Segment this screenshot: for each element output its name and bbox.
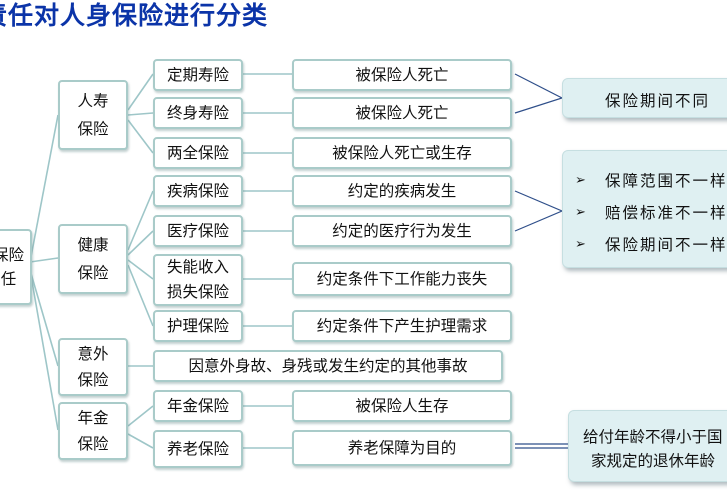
trigger-critical-illness-label: 约定的疾病发生 — [347, 182, 457, 200]
note-pension: 给付年龄不得小于国 家规定的退休年龄 — [568, 410, 727, 482]
product-critical-illness-label: 疾病保险 — [166, 182, 229, 200]
note-health-text-1: 保障范围不一样 — [605, 172, 727, 190]
product-medical-label: 医疗保险 — [166, 222, 229, 240]
product-disability-line1: 失能收入 — [166, 258, 229, 276]
trigger-medical-label: 约定的医疗行为发生 — [332, 222, 472, 240]
trigger-nursing: 约定条件下产生护理需求 — [292, 310, 512, 342]
product-nursing: 护理保险 — [153, 310, 243, 342]
trigger-disability-label: 约定条件下工作能力丧失 — [316, 270, 488, 288]
product-whole-life: 终身寿险 — [153, 97, 243, 129]
product-pension: 养老保险 — [153, 430, 243, 468]
category-life-line1: 人寿 — [77, 92, 109, 110]
product-term-life: 定期寿险 — [153, 59, 243, 91]
trigger-pension: 养老保障为目的 — [292, 430, 512, 466]
trigger-annuity: 被保险人生存 — [292, 390, 512, 422]
category-accident: 意外 保险 — [58, 338, 128, 396]
root-label-line1: 保险 — [0, 246, 24, 264]
note-pension-line2: 家规定的退休年龄 — [591, 452, 716, 470]
trigger-annuity-label: 被保险人生存 — [355, 397, 449, 415]
product-disability-line2: 损失保险 — [166, 283, 229, 301]
trigger-whole-life: 被保险人死亡 — [292, 97, 512, 129]
product-critical-illness: 疾病保险 — [153, 175, 243, 207]
trigger-term-life-label: 被保险人死亡 — [355, 66, 449, 84]
note-life: 保险期间不同 — [562, 78, 727, 118]
arrowhead-bullet-icon: ➢ — [575, 236, 586, 252]
category-health-line1: 健康 — [77, 236, 109, 254]
note-health-row-3: ➢ 保险期间不一样 — [575, 233, 727, 255]
note-health-row-1: ➢ 保障范围不一样 — [575, 169, 727, 191]
note-health: ➢ 保障范围不一样 ➢ 赔偿标准不一样 ➢ 保险期间不一样 — [562, 150, 727, 268]
product-nursing-label: 护理保险 — [166, 317, 229, 335]
product-accident: 因意外身故、身残或发生约定的其他事故 — [153, 350, 503, 382]
product-accident-label: 因意外身故、身残或发生约定的其他事故 — [188, 357, 468, 375]
product-endowment: 两全保险 — [153, 137, 243, 169]
note-life-text: 保险期间不同 — [605, 92, 711, 110]
trigger-whole-life-label: 被保险人死亡 — [355, 104, 449, 122]
page-title: 责任对人身保险进行分类 — [0, 1, 269, 30]
trigger-endowment-label: 被保险人死亡或生存 — [332, 144, 472, 162]
root-label-line2: 任 — [0, 270, 17, 288]
note-pension-line1: 给付年龄不得小于国 — [583, 428, 723, 446]
category-health: 健康 保险 — [58, 224, 128, 294]
trigger-term-life: 被保险人死亡 — [292, 59, 512, 91]
note-health-row-2: ➢ 赔偿标准不一样 — [575, 201, 727, 223]
root-node: 保险 任 — [0, 229, 32, 305]
product-annuity: 年金保险 — [153, 390, 243, 422]
trigger-medical: 约定的医疗行为发生 — [292, 215, 512, 247]
product-medical: 医疗保险 — [153, 215, 243, 247]
trigger-critical-illness: 约定的疾病发生 — [292, 175, 512, 207]
category-annuity: 年金 保险 — [58, 402, 128, 460]
category-health-line2: 保险 — [77, 264, 109, 282]
trigger-endowment: 被保险人死亡或生存 — [292, 137, 512, 169]
category-accident-line2: 保险 — [77, 371, 109, 389]
product-endowment-label: 两全保险 — [166, 144, 229, 162]
product-pension-label: 养老保险 — [166, 440, 229, 458]
product-disability: 失能收入 损失保险 — [153, 254, 243, 306]
trigger-pension-label: 养老保障为目的 — [347, 439, 457, 457]
category-annuity-line1: 年金 — [77, 409, 109, 427]
trigger-nursing-label: 约定条件下产生护理需求 — [316, 317, 488, 335]
category-accident-line1: 意外 — [77, 345, 109, 363]
arrowhead-bullet-icon: ➢ — [575, 172, 586, 188]
category-annuity-line2: 保险 — [77, 435, 109, 453]
category-life: 人寿 保险 — [58, 80, 128, 150]
category-life-line2: 保险 — [77, 120, 109, 138]
note-health-text-2: 赔偿标准不一样 — [605, 204, 727, 222]
product-whole-life-label: 终身寿险 — [166, 104, 229, 122]
note-health-text-3: 保险期间不一样 — [605, 236, 727, 254]
product-term-life-label: 定期寿险 — [166, 66, 229, 84]
arrowhead-bullet-icon: ➢ — [575, 204, 586, 220]
trigger-disability: 约定条件下工作能力丧失 — [292, 262, 512, 296]
product-annuity-label: 年金保险 — [166, 397, 229, 415]
